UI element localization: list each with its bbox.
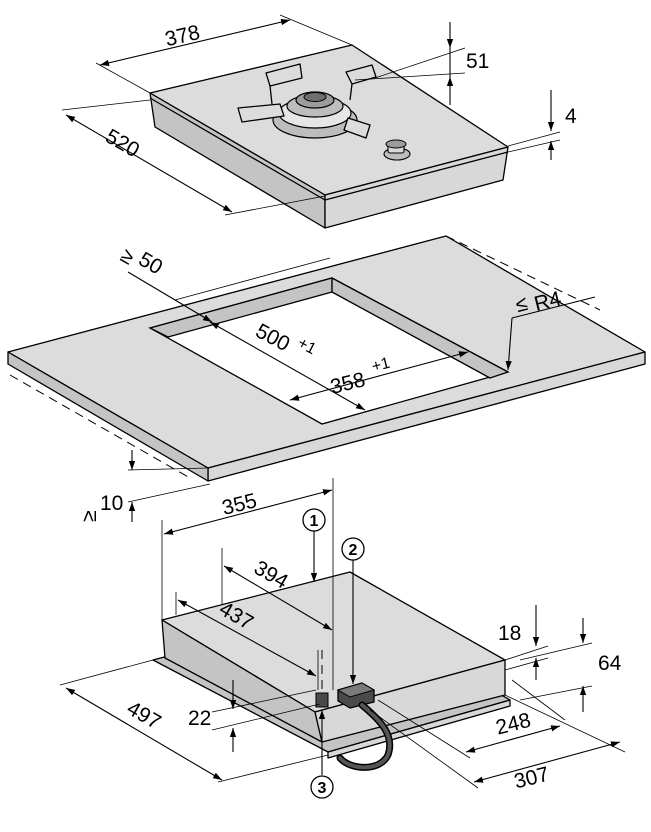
hob-drawing: 378 520 51 4 [61,14,577,229]
hob-front-side [324,146,509,229]
dim-64: 64 [519,618,622,712]
callout-3: 3 [310,650,334,799]
dim-hob-width-label: 378 [163,21,202,51]
dim-min-thickness-prefix: ≥ [78,510,101,522]
dim-corner-radius-prefix: ≤ [513,292,530,317]
dim-hob-height: 51 [354,22,489,105]
callout-3-label: 3 [318,780,327,797]
dim-22-label: 22 [188,707,211,730]
dim-glass-thickness: 4 [507,90,577,160]
dim-22: 22 [188,680,321,752]
dim-min-thickness: ≥ 10 [78,450,211,522]
dim-glass-thickness-label: 4 [565,105,577,128]
gas-burner [272,91,358,139]
dim-355-label: 355 [220,489,260,520]
callout-1: 1 [302,508,326,582]
dim-hob-height-label: 51 [466,50,489,73]
dim-min-margin-label: 50 [135,248,167,280]
dim-min-thickness-label: 10 [100,492,123,515]
dim-18-label: 18 [498,622,521,645]
underside-drawing: 355 394 437 497 22 [59,478,626,799]
dim-64-label: 64 [598,652,622,675]
dim-18: 18 [498,605,549,680]
worktop-drawing: ≥ 50 500 +1 358 +1 ≤ R4 ≥ 10 [7,235,646,522]
worktop-left-edge [7,351,209,482]
gas-connection [336,682,394,771]
pan-support [237,63,377,139]
callout-2: 2 [341,537,365,684]
callout-1-label: 1 [310,513,319,530]
dim-307-label: 307 [512,763,552,794]
control-knob [383,139,411,161]
callout-2-label: 2 [349,542,358,559]
dim-cutout-width-tolerance: +1 [370,355,392,376]
dim-497-label: 497 [123,697,165,734]
electrical-connection [315,692,329,708]
